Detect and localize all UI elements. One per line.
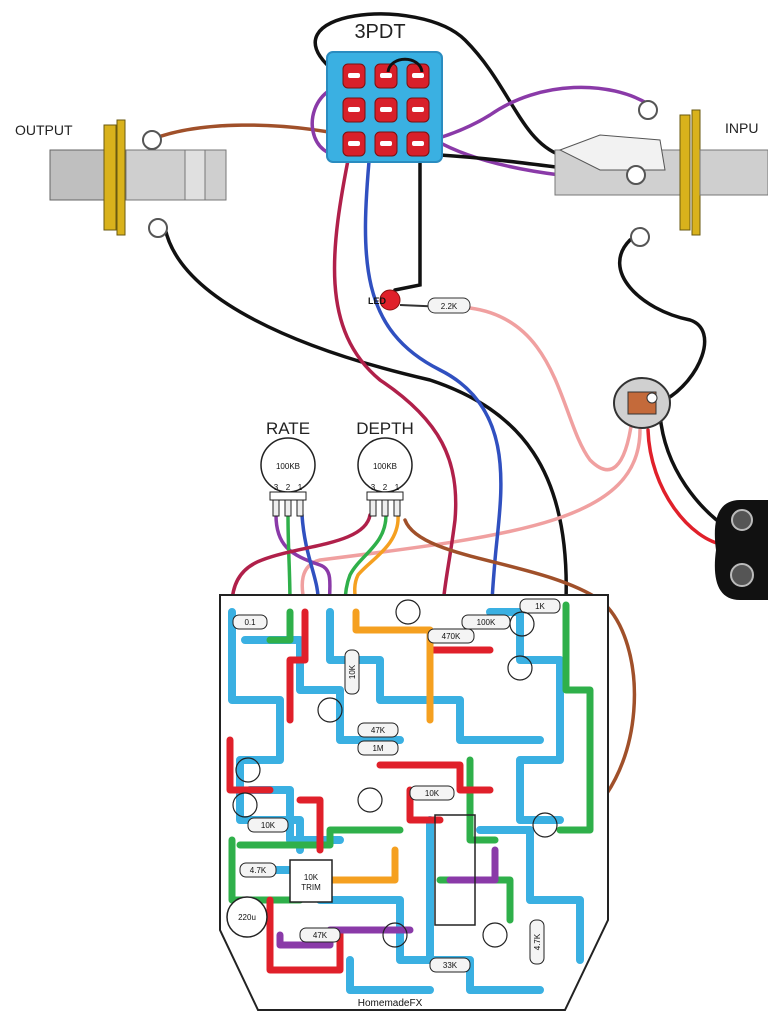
switch-lug <box>374 131 398 157</box>
wire-pink-board <box>300 428 642 607</box>
capacitor-label: 220u <box>238 913 256 922</box>
pot-pin-label: 1 <box>395 483 400 492</box>
dc-power-jack[interactable] <box>613 377 671 429</box>
pot-pin-label: 3 <box>274 483 279 492</box>
trimmer-label: 10K <box>304 873 319 882</box>
pcb-small-part <box>317 697 343 723</box>
pcb-resistor: 47K <box>357 722 399 738</box>
switch-jumper <box>386 57 424 73</box>
pcb-small-part <box>235 757 261 783</box>
wire-red-battery <box>646 428 727 547</box>
switch-lug <box>406 97 430 123</box>
pcb-resistor: 4.7K <box>239 862 277 878</box>
pcb-part-label: 4.7K <box>250 866 267 875</box>
pcb-part-label: 1M <box>372 744 383 753</box>
input-jack[interactable] <box>554 100 768 247</box>
pcb-resistor: 47K <box>299 927 341 943</box>
wire-pink-led <box>468 306 634 472</box>
pcb-part-label: 47K <box>371 726 386 735</box>
pot-value-label: 100KB <box>276 462 300 471</box>
pcb-resistor: 470K <box>427 628 475 644</box>
pcb-small-part <box>509 611 535 637</box>
pcb-resistor: 100K <box>461 614 511 630</box>
pcb-resistor: 4.7K <box>529 919 545 965</box>
wire-black-dc <box>617 238 707 402</box>
pcb-small-part <box>382 922 408 948</box>
wire-brown-output <box>148 123 347 142</box>
pcb-part-label: 100K <box>477 618 496 627</box>
pcb-small-part <box>232 792 258 818</box>
output-jack[interactable] <box>49 119 227 238</box>
electrolytic-capacitor: 220u <box>226 896 268 938</box>
wire-black-ground <box>163 226 568 602</box>
led-resistor-value: 2.2K <box>441 302 458 311</box>
pcb-small-part <box>395 599 421 625</box>
pcb-resistor: 10K <box>409 785 455 801</box>
pcb-part-label: 33K <box>443 961 458 970</box>
switch-lugs <box>342 63 430 157</box>
pcb-resistor: 1K <box>519 598 561 614</box>
wire-black-top <box>313 12 562 157</box>
wire-depth-crimson <box>230 513 372 607</box>
battery-clip[interactable] <box>714 500 768 600</box>
wire-rate-purple <box>274 513 332 607</box>
pcb-small-part <box>482 922 508 948</box>
pcb-part-label: 1K <box>535 602 545 611</box>
pcb-part-label: 4.7K <box>533 933 542 950</box>
circuit-board: 1K 100K 470K 0.1 10K 47K 1M 10K 4.7K 47K 33K 4.7K 10… <box>219 594 609 1011</box>
trimmer-label: TRIM <box>301 883 321 892</box>
pcb-resistor: 10K <box>344 649 360 695</box>
switch-lug <box>406 63 430 89</box>
wire-blue-switch <box>363 148 503 607</box>
ic-chip <box>434 814 476 926</box>
pot-pin-label: 3 <box>371 483 376 492</box>
pot-pin-label: 1 <box>298 483 303 492</box>
pcb-part-label: 10K <box>348 664 357 679</box>
switch-lug <box>406 131 430 157</box>
pcb-small-part <box>507 655 533 681</box>
pcb-part-label: 470K <box>442 632 461 641</box>
pcb-traces <box>226 601 594 994</box>
pcb-small-part <box>532 812 558 838</box>
switch-lug <box>374 97 398 123</box>
pcb-resistor: 1M <box>357 740 399 756</box>
wire-crimson-switch <box>332 148 458 607</box>
offboard-wires <box>148 12 732 832</box>
pot-value-label: 100KB <box>373 462 397 471</box>
output-jack-label: OUTPUT <box>15 122 73 138</box>
pot-pin-label: 2 <box>383 483 388 492</box>
pcb-resistor: 33K <box>429 957 471 973</box>
pot-name-label: RATE <box>266 419 310 438</box>
footswitch-3pdt[interactable] <box>326 51 443 163</box>
wire-rate-green <box>286 513 292 607</box>
wire-depth-green <box>343 513 388 607</box>
switch-label: 3PDT <box>354 21 405 43</box>
pcb-components: 1K 100K 470K 0.1 10K 47K 1M 10K 4.7K 47K 33K 4.7K 10… <box>226 598 561 973</box>
pcb-resistor: 0.1 <box>232 614 268 630</box>
switch-lug <box>342 63 366 89</box>
pot-name-label: DEPTH <box>356 419 414 438</box>
pcb-part-label: 0.1 <box>244 618 256 627</box>
input-jack-label: INPU <box>725 120 758 136</box>
pcb-part-label: 47K <box>313 931 328 940</box>
board-brand: HomemadeFX <box>358 998 423 1009</box>
pcb-resistor: 10K <box>247 817 289 833</box>
switch-lug <box>342 97 366 123</box>
wire-purple-switch-2 <box>433 138 562 177</box>
pcb-part-label: 10K <box>261 821 276 830</box>
led: LED <box>368 289 401 311</box>
pcb-small-part <box>357 787 383 813</box>
switch-lug <box>374 63 398 89</box>
led-resistor: 2.2K <box>399 297 471 314</box>
pcb-part-label: 10K <box>425 789 440 798</box>
pot-pin-label: 2 <box>286 483 291 492</box>
wire-black-led <box>393 138 422 292</box>
switch-lug <box>342 131 366 157</box>
led-label: LED <box>368 296 387 306</box>
